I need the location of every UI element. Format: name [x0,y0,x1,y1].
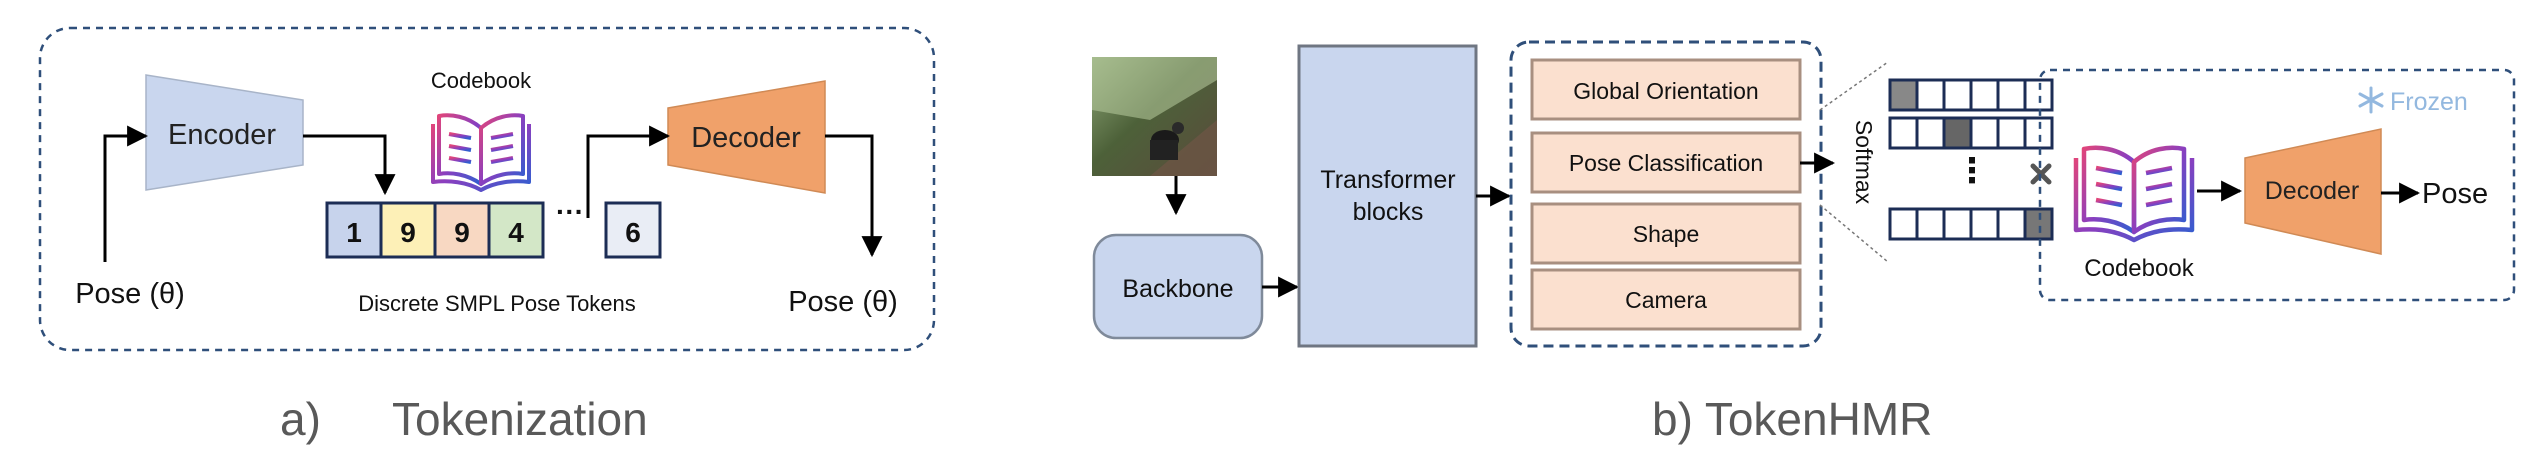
head-camera [1530,268,1802,331]
softmax-label: Softmax [1851,120,1877,205]
decoder-label-b: Decoder [2265,177,2360,205]
arrow-decoder-to-output [825,134,883,258]
panel-b-tokenhmr: Backbone Transformer blocks Global Orien… [1092,40,2516,348]
token-value-1: 1 [346,217,362,248]
input-image [1092,57,1217,176]
decoder-label: Decoder [691,122,801,154]
token-value-3: 9 [454,217,470,248]
codebook-label-a: Codebook [431,68,532,93]
snowflake-icon [2358,86,2384,114]
encoder-label: Encoder [168,119,276,151]
token-value-last: 6 [625,217,641,248]
token-ellipsis: ··· [556,196,584,227]
head-global-orientation [1530,58,1802,121]
frozen-label: Frozen [2390,88,2468,116]
token-cell-last [604,201,662,259]
frozen-dashed-border [2038,68,2516,302]
caption-a-letter: a) [280,393,321,445]
codebook-book-icon [431,113,531,192]
codebook-label-b: Codebook [2084,255,2194,282]
transformer-label-line2: blocks [1353,198,1424,226]
fan-line-top [1819,61,1889,111]
head-global-orientation-label: Global Orientation [1573,78,1758,104]
transformer-block [1297,44,1478,348]
caption-a-title: Tokenization [392,393,648,445]
token-cell-1 [325,201,383,259]
codebook-book-icon-b [2073,145,2195,243]
pose-output-label-b: Pose [2422,178,2488,210]
head-shape [1530,202,1802,265]
token-cell-4 [487,201,545,259]
panel-a-tokenization: Encoder Decoder Codebook 1 9 9 4 ··· 6 D… [38,26,936,352]
softmax-grid-row-1 [1888,78,2054,112]
tokens-caption: Discrete SMPL Pose Tokens [358,291,636,316]
fan-line-bottom [1819,204,1889,263]
softmax-grid-row-last [1888,207,2054,241]
decoder-block-b [2244,128,2382,255]
softmax-grid-row-2 [1888,116,2054,150]
arrow-tokens-to-decoder [586,125,671,218]
arrow-encoder-to-tokens [303,134,396,196]
head-camera-label: Camera [1625,287,1707,313]
arrow-input-to-encoder [103,125,149,262]
panel-a-dashed-border [38,26,936,352]
backbone-label: Backbone [1122,275,1233,303]
pose-input-label: Pose (θ) [75,278,185,310]
head-shape-label: Shape [1633,221,1700,247]
heads-dashed-border [1509,40,1823,348]
encoder-block [145,74,304,191]
head-pose-classification-label: Pose Classification [1569,150,1763,176]
transformer-label-line1: Transformer [1320,166,1455,194]
softmax-vertical-dots: ⋮ [1955,152,1989,190]
token-value-4: 4 [508,217,524,248]
token-value-2: 9 [400,217,416,248]
caption-b: b) TokenHMR [1652,393,1933,445]
pose-output-label: Pose (θ) [788,286,898,318]
